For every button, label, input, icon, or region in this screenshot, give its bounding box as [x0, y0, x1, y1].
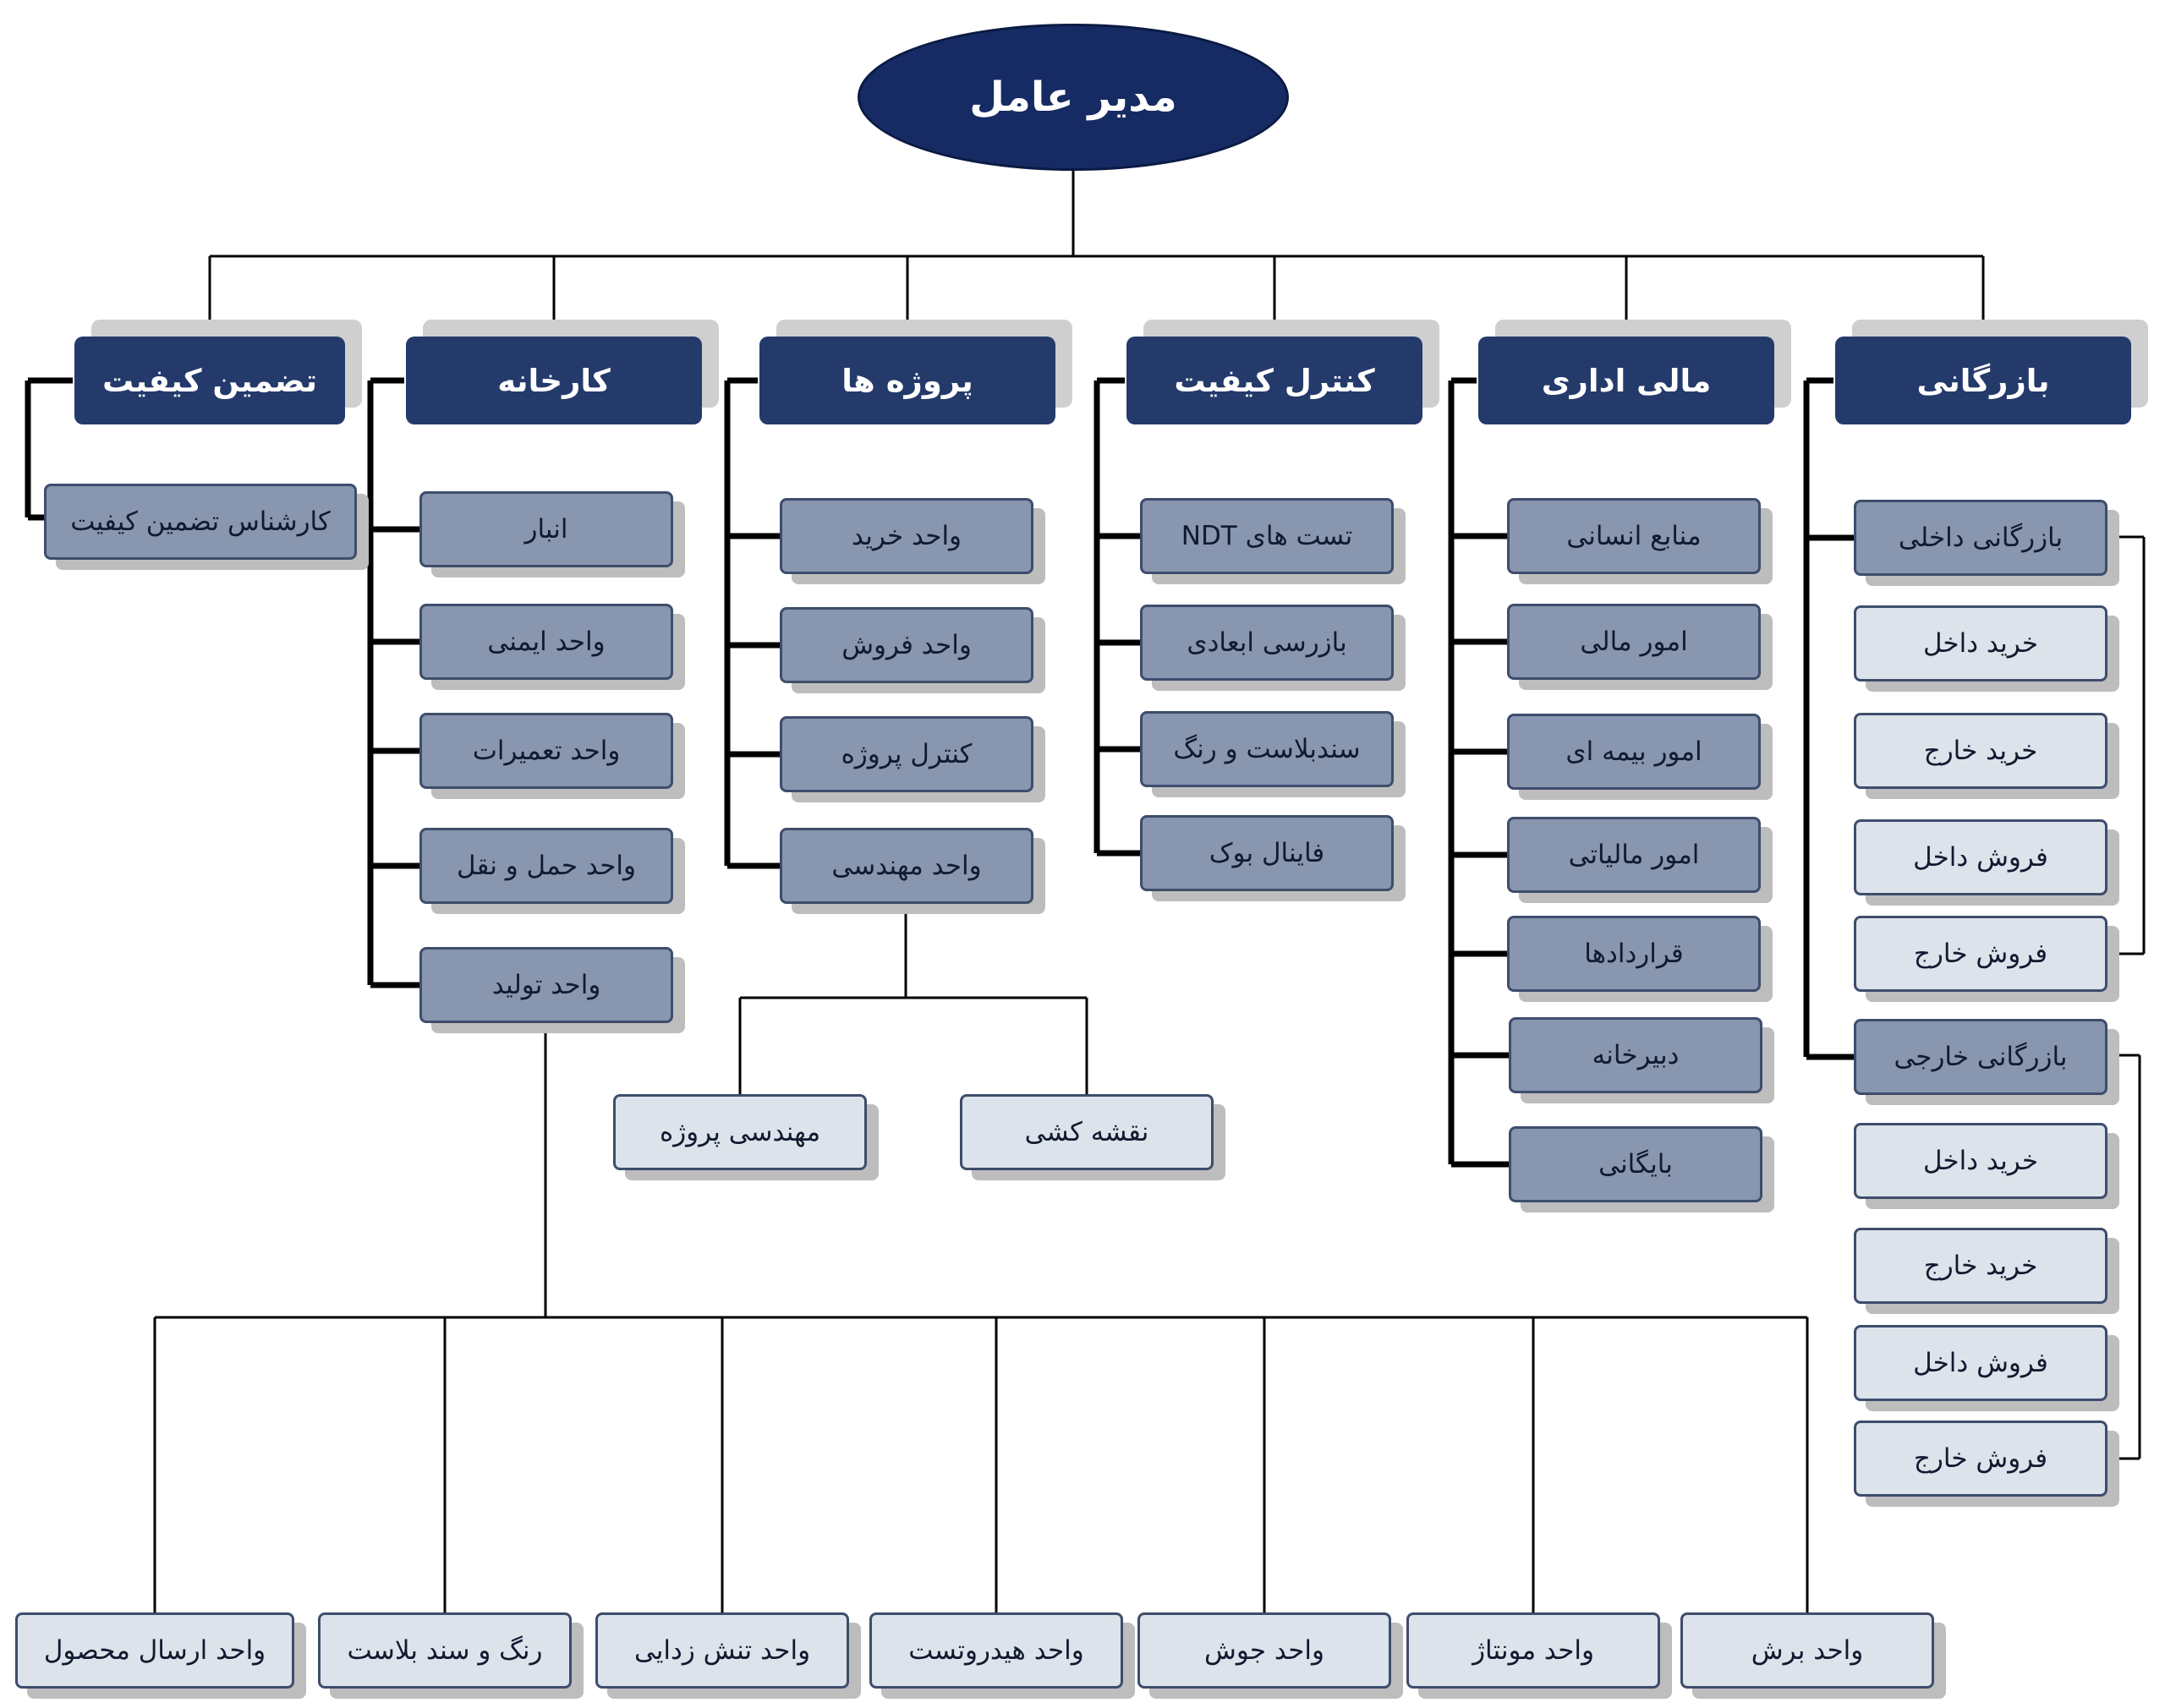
root-node-ceo: مدیر عامل [858, 24, 1289, 171]
unit-project-control: کنترل پروژه [780, 716, 1033, 792]
leaf-cutting: واحد برش [1680, 1612, 1934, 1689]
unit-human-resources: منابع انسانی [1507, 498, 1761, 574]
leaf-domestic-buy-external: خرید خارج [1854, 713, 2107, 789]
leaf-assembly: واحد مونتاژ [1406, 1612, 1660, 1689]
unit-safety: واحد ایمنی [419, 604, 673, 680]
unit-qa-expert: کارشناس تضمین کیفیت [44, 484, 357, 560]
unit-foreign-commerce: بازرگانی خارجی [1854, 1019, 2107, 1095]
unit-sandblast-paint: سندبلاست و رنگ [1140, 711, 1394, 787]
leaf-domestic-sell-internal: فروش داخل [1854, 819, 2107, 895]
leaf-project-engineering: مهندسی پروژه [613, 1094, 867, 1170]
unit-sales: واحد فروش [780, 607, 1033, 683]
dept-projects: پروژه ها [759, 337, 1055, 424]
unit-production: واحد تولید [419, 947, 673, 1023]
unit-secretariat: دبیرخانه [1509, 1017, 1762, 1093]
unit-archive: بایگانی [1509, 1126, 1762, 1202]
dept-commerce: بازرگانی [1835, 337, 2131, 424]
unit-finance: امور مالی [1507, 604, 1761, 680]
dept-quality-control: کنترل کیفیت [1126, 337, 1422, 424]
leaf-product-shipping: واحد ارسال محصول [15, 1612, 294, 1689]
leaf-domestic-buy-internal: خرید داخل [1854, 605, 2107, 682]
leaf-domestic-sell-external: فروش خارج [1854, 916, 2107, 992]
leaf-foreign-sell-internal: فروش داخل [1854, 1325, 2107, 1401]
unit-engineering: واحد مهندسی [780, 828, 1033, 904]
leaf-stress-relief: واحد تنش زدایی [595, 1612, 849, 1689]
dept-factory: کارخانه [406, 337, 702, 424]
leaf-welding: واحد جوش [1137, 1612, 1391, 1689]
dept-quality-assurance: تضمین کیفیت [74, 337, 345, 424]
leaf-hydrotest: واحد هیدروتست [869, 1612, 1123, 1689]
leaf-foreign-sell-external: فروش خارج [1854, 1421, 2107, 1497]
leaf-paint-sandblast: رنگ و سند بلاست [318, 1612, 572, 1689]
leaf-foreign-buy-internal: خرید داخل [1854, 1123, 2107, 1199]
unit-contracts: قراردادها [1507, 916, 1761, 992]
leaf-foreign-buy-external: خرید خارج [1854, 1228, 2107, 1304]
unit-purchasing: واحد خرید [780, 498, 1033, 574]
unit-maintenance: واحد تعمیرات [419, 713, 673, 789]
unit-dimensional-inspection: بازرسی ابعادی [1140, 605, 1394, 681]
unit-domestic-commerce: بازرگانی داخلی [1854, 500, 2107, 576]
unit-transport: واحد حمل و نقل [419, 828, 673, 904]
leaf-drafting: نقشه کشی [960, 1094, 1214, 1170]
unit-insurance: امور بیمه ای [1507, 714, 1761, 790]
unit-final-book: فاینال بوک [1140, 815, 1394, 891]
unit-ndt-tests: تست های NDT [1140, 498, 1394, 574]
dept-finance-admin: مالی اداری [1478, 337, 1774, 424]
unit-warehouse: انبار [419, 491, 673, 567]
unit-tax: امور مالیاتی [1507, 817, 1761, 893]
